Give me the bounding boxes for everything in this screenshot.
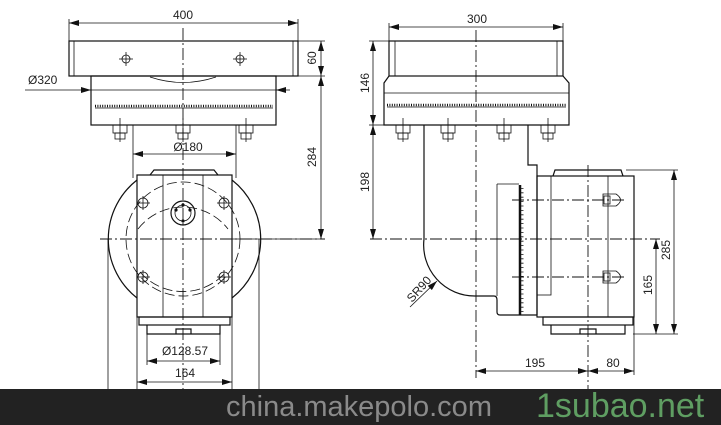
bolt-hole-icon — [137, 196, 150, 210]
dim-plate-height: 60 — [305, 51, 319, 65]
dim-shaft-diameter: Ø180 — [173, 140, 203, 154]
footer-bar — [0, 389, 721, 425]
dim-bottom-diameter: Ø128.57 — [162, 344, 208, 358]
dim-axis-to-bottom: 165 — [641, 275, 655, 295]
dim-offset-side: 80 — [606, 356, 620, 370]
bolt-icon — [440, 118, 456, 142]
bolt-icon — [395, 118, 411, 142]
bolt-icon — [238, 118, 254, 142]
bolt-icon — [496, 118, 512, 142]
front-view: 400 60 284 Ø320 Ø180 Ø128.57 164 — [25, 8, 325, 389]
bolt-hole-icon — [119, 52, 133, 66]
dim-axis-height: 198 — [358, 172, 372, 192]
dim-sphere-radius: SR90 — [404, 273, 435, 305]
dim-side-width: 300 — [467, 12, 487, 26]
dim-body-width: 164 — [175, 366, 195, 380]
dim-ring-diameter: Ø320 — [28, 73, 58, 87]
bolt-hole-icon — [137, 270, 150, 284]
bolt-hole-icon — [217, 270, 231, 284]
bolt-hole-icon — [233, 52, 247, 66]
dim-upper-height: 146 — [358, 73, 372, 93]
bolt-icon — [540, 118, 556, 142]
dim-offset-axis: 195 — [525, 356, 545, 370]
dim-overall-height: 285 — [659, 240, 673, 260]
bolt-hole-icon — [217, 196, 231, 210]
watermark-primary: 1subao.net — [536, 387, 705, 425]
dim-height-to-axis: 284 — [305, 147, 319, 167]
watermark-secondary: china.makepolo.com — [226, 391, 492, 423]
bolt-icon — [112, 118, 128, 142]
side-view: 300 146 198 285 165 195 80 SR90 — [358, 12, 678, 389]
dim-width-400: 400 — [173, 8, 193, 22]
